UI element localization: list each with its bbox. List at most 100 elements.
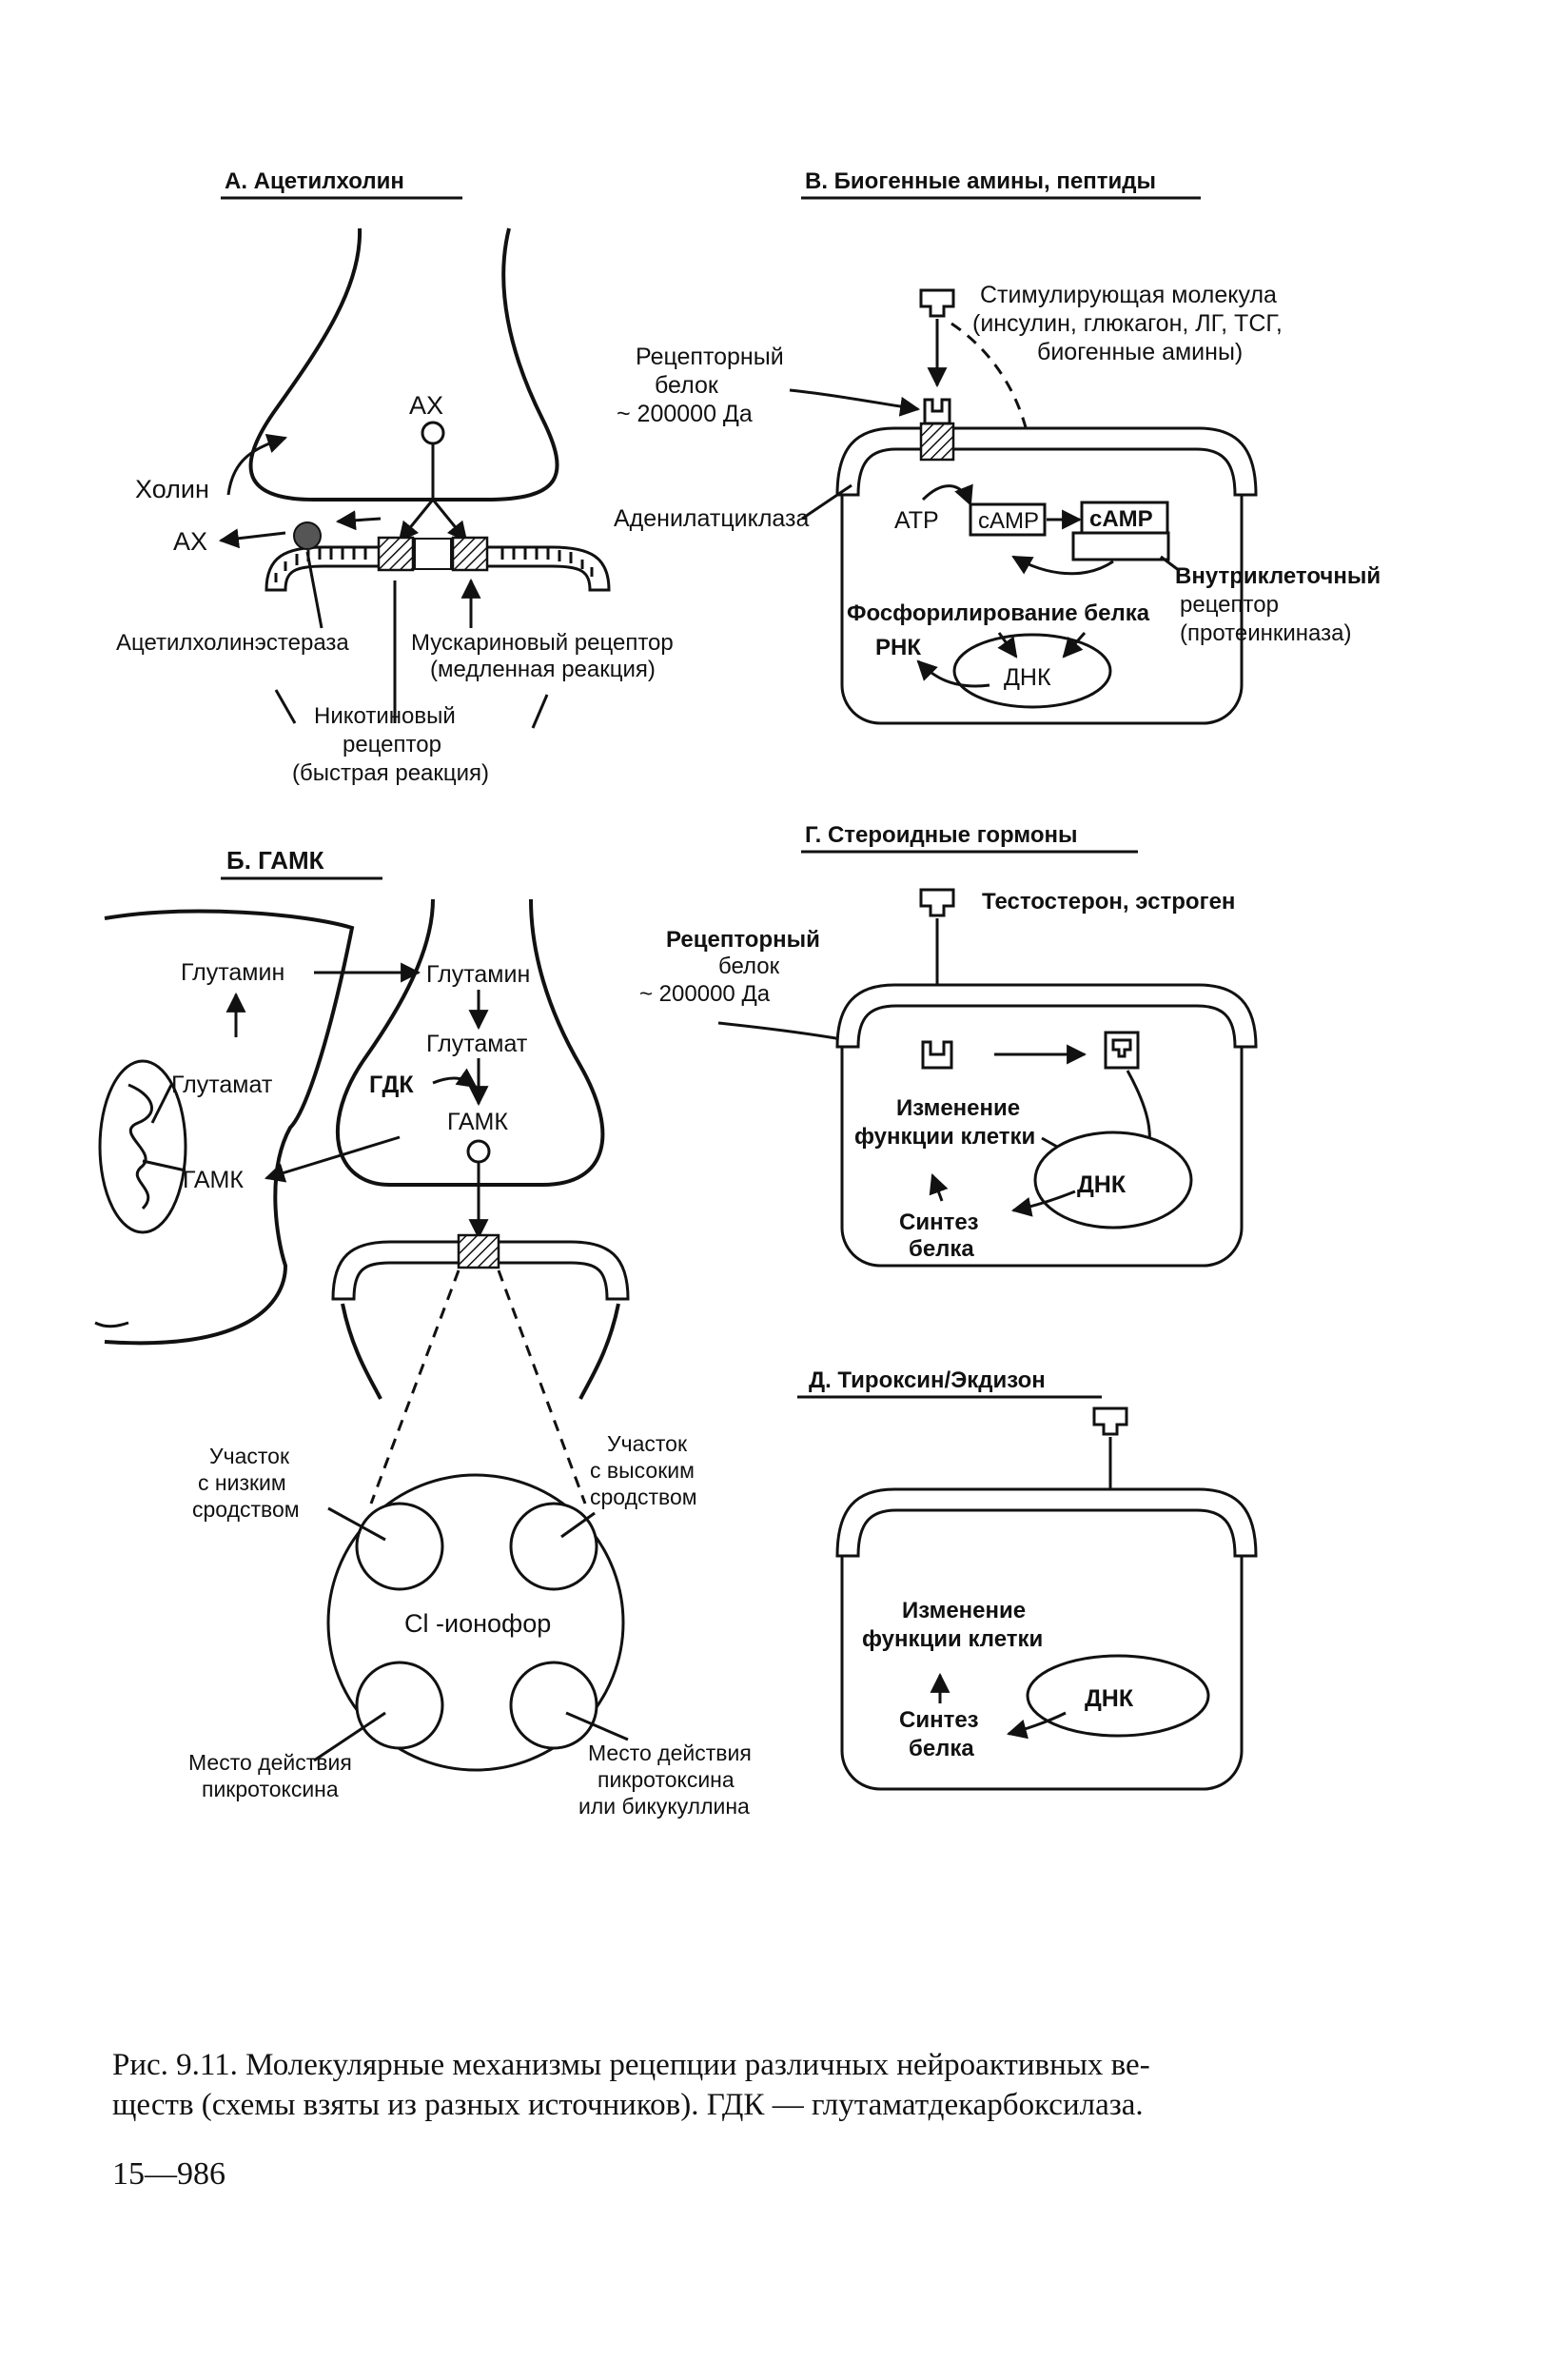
receptor-pointer-arrow [789, 388, 921, 417]
receptor-protein-v [919, 422, 955, 462]
nicotinic-label-3: (быстрая реакция) [292, 760, 489, 786]
mito-pointer [150, 1084, 173, 1124]
ach-arrow-left [398, 499, 435, 542]
ionophore-label: Cl -ионофор [404, 1609, 551, 1638]
picro-bic-label-1: Место действия [588, 1741, 752, 1765]
panel-v-biogenic-amines: В. Биогенные амины, пептиды Стимулирующа… [614, 168, 1381, 725]
g-receptor-label-2: белок [718, 954, 780, 979]
camp-box-2 [1080, 501, 1169, 535]
panel-b-gaba: Б. ГАМК Глутамин Глутамат ГАМК Глутамин … [94, 846, 752, 1819]
stimulating-molecule-icon [919, 288, 955, 318]
thyroxine-molecule-icon [1092, 1406, 1128, 1436]
picro-pointer [313, 1711, 386, 1762]
gaba-receptor [457, 1233, 500, 1269]
phospho-label: Фосфорилирование белка [847, 600, 1150, 626]
rnk-label: РНК [875, 635, 921, 660]
nucleus-g [1033, 1131, 1193, 1229]
camp-label-1: cAMP [978, 508, 1039, 534]
esterase-pointer [305, 551, 323, 629]
atp-to-camp-arrow [921, 483, 973, 506]
nicotinic-label-1: Никотиновый [314, 703, 456, 729]
d-synth-label-1: Синтез [899, 1707, 979, 1733]
dnk-label-v: ДНК [1004, 664, 1051, 691]
presynaptic-terminal [248, 227, 559, 502]
high-affinity-label-1: Участок [607, 1431, 688, 1456]
camp-box-1 [969, 502, 1047, 537]
panel-b-title: Б. ГАМК [226, 846, 324, 875]
esterase-icon [293, 521, 322, 550]
adenylate-pointer [801, 483, 852, 521]
choline-reuptake-arrow [226, 434, 287, 496]
intracell-label-2: рецептор [1180, 592, 1279, 618]
glial-cell [104, 909, 355, 1346]
ach-to-esterase-arrow [335, 510, 382, 531]
receptor-label-1: Рецепторный [636, 344, 784, 370]
low-affinity-site [355, 1502, 444, 1591]
g-synth-label-1: Синтез [899, 1210, 979, 1235]
glutamine-left-label: Глутамин [181, 959, 284, 986]
postsynaptic-membrane [265, 545, 611, 592]
dnk-label-d: ДНК [1085, 1685, 1134, 1712]
left-synapse-edge [274, 689, 297, 724]
hormone-label: Тестостерон, эстроген [982, 889, 1235, 915]
panel-v-title: В. Биогенные амины, пептиды [805, 168, 1156, 194]
picro-bic-pointer [565, 1711, 629, 1741]
kinase-to-protein-arrow [1011, 555, 1114, 576]
protein-kinase-box [1071, 531, 1170, 561]
figure-caption: Рис. 9.11. Молекулярные механизмы рецепц… [112, 2048, 1150, 2192]
camp-label-2: cAMP [1089, 506, 1153, 532]
d-change-label-2: функции клетки [862, 1626, 1043, 1652]
g-synth-label-2: белка [909, 1236, 974, 1262]
ach-release-arrow [218, 528, 286, 549]
esterase-label: Ацетилхолинэстераза [116, 630, 349, 656]
atp-label: АТР [894, 507, 939, 534]
low-affinity-label-2: с низким [198, 1470, 286, 1495]
gaba-molecule-icon [466, 1139, 491, 1164]
phospho-to-dna-arrow-1 [997, 632, 1018, 659]
picro-bic-label-3: или бикукуллина [578, 1794, 750, 1819]
glial-edge-mark [94, 1321, 129, 1328]
d-synth-label-2: белка [909, 1736, 974, 1761]
high-affinity-label-2: с высоким [590, 1458, 695, 1483]
gaba-right-label: ГАМК [447, 1109, 508, 1135]
receptor-label-2: белок [655, 372, 719, 399]
dendrite-right [578, 1303, 620, 1400]
ach-arrow-right [431, 499, 468, 542]
mitochondrion-cristae [127, 1083, 153, 1210]
stim-to-camp-dashed-arrow [950, 322, 1044, 498]
d-dna-to-synth-arrow [1006, 1711, 1067, 1740]
ach-molecule-icon [421, 421, 445, 445]
steroid-molecule-icon [919, 888, 955, 917]
g-receptor-label-1: Рецепторный [666, 927, 820, 953]
ax-top-label: АХ [409, 391, 443, 420]
picro-bic-label-2: пикротоксина [598, 1767, 735, 1792]
choline-label: Холин [135, 475, 209, 503]
stim-label-3: биогенные амины) [1037, 339, 1243, 365]
intracell-label-1: Внутриклеточный [1175, 563, 1381, 589]
phospho-to-dna-arrow-2 [1062, 632, 1087, 659]
g-receptor-label-3: ~ 200000 Да [639, 981, 771, 1007]
cell-g-membrane [835, 983, 1258, 1049]
picro-label-2: пикротоксина [202, 1777, 339, 1801]
dna-to-synth-arrow [1010, 1190, 1076, 1217]
caption-line-1: Рис. 9.11. Молекулярные механизмы рецепц… [112, 2048, 1150, 2082]
panel-d-title: Д. Тироксин/Экдизон [809, 1367, 1046, 1393]
ax-left-label: АХ [173, 527, 207, 556]
low-affinity-label-1: Участок [209, 1444, 290, 1468]
gaba-uptake-arrow [264, 1135, 401, 1183]
synth-to-change-arrow-g [929, 1173, 949, 1202]
kinase-pointer [1160, 555, 1181, 573]
membrane-gap [414, 538, 452, 570]
muscarinic-label-2: (медленная реакция) [430, 657, 656, 682]
panel-g-title: Г. Стероидные гормоны [805, 822, 1077, 848]
dna-to-rna-arrow [916, 659, 990, 688]
low-affinity-label-3: сродством [192, 1497, 300, 1522]
page-number: 15—986 [112, 2156, 225, 2192]
panel-a-acetylcholine: А. Ацетилхолин АХ Холин АХ Ацетилхолинэс… [116, 168, 674, 786]
cell-d-membrane [835, 1487, 1258, 1558]
high-affinity-site [509, 1502, 598, 1591]
stim-label-1: Стимулирующая молекула [980, 282, 1277, 308]
panel-a-title: А. Ацетилхолин [225, 168, 404, 194]
